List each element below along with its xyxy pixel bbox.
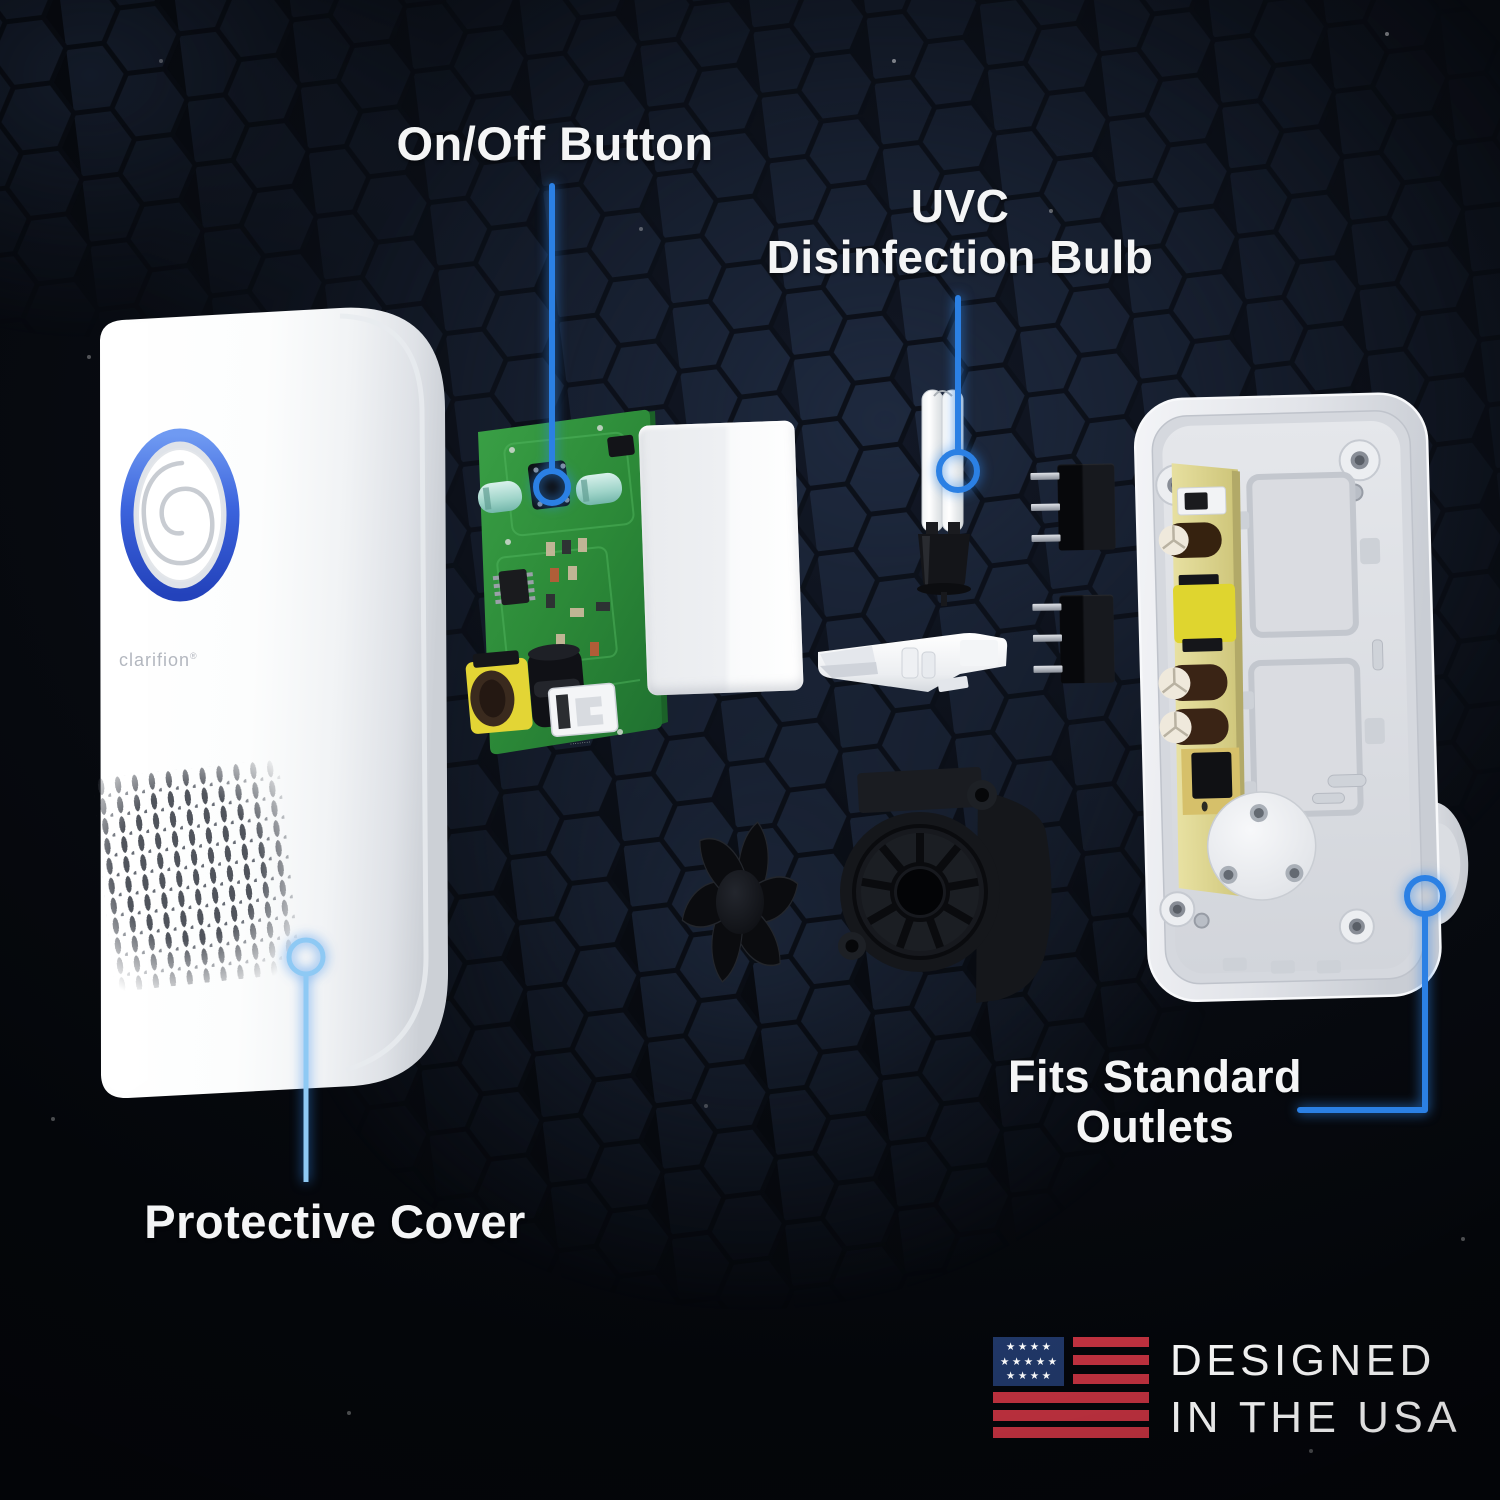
label-uvc-line2: Disinfection Bulb <box>766 231 1154 283</box>
bulb-base-flange <box>917 583 971 595</box>
fan-impeller <box>681 821 799 983</box>
metal-pin <box>1030 503 1061 511</box>
flag-stripe <box>993 1392 1149 1403</box>
rib-tabs <box>1237 511 1385 800</box>
blower-scroll-housing <box>976 790 1052 1003</box>
uvc-disinfection-bulb <box>917 389 971 606</box>
metal-pin <box>1032 603 1062 611</box>
flag-canton: ★★★★ ★★★★★ ★★★★ <box>993 1337 1064 1386</box>
flag-stripe <box>993 1410 1149 1421</box>
bracket-foot <box>937 676 969 692</box>
designed-in-usa-text: DESIGNED IN THE USA <box>1170 1332 1461 1446</box>
cover-seam-highlight <box>339 313 429 1073</box>
bulb-tip <box>933 390 953 397</box>
metal-pin <box>1032 634 1063 642</box>
star-dots-decoration <box>0 0 2 2</box>
plug-pin-module-top <box>1030 463 1116 551</box>
blower-screw-ear-top <box>967 780 997 810</box>
flag-stripe <box>1073 1337 1149 1347</box>
electrolytic-capacitor <box>1159 708 1229 746</box>
white-wire-connector <box>547 682 619 738</box>
on-off-tactile-button <box>527 460 571 510</box>
blower-fan <box>838 766 1052 1003</box>
power-ring-button <box>120 428 240 602</box>
screw-post <box>1338 439 1381 502</box>
vent-holes-grid <box>92 758 304 993</box>
badge-line2: IN THE USA <box>1170 1393 1462 1442</box>
label-uvc-line1: UVC <box>910 180 1010 232</box>
metal-pin <box>1030 472 1060 480</box>
electrolytic-capacitor <box>1158 522 1222 559</box>
blower-hub-hole <box>897 869 943 915</box>
label-fits-line1: Fits Standard <box>1007 1051 1303 1102</box>
bracket-wedge-shadow <box>820 662 878 678</box>
psu-transformer <box>1172 574 1237 652</box>
gold-plate-module <box>1181 747 1241 816</box>
smd-component <box>607 434 635 458</box>
blower-spokes <box>861 833 979 949</box>
blower-inlet-block <box>857 766 983 814</box>
flag-stars-row: ★★★★ <box>1005 1341 1054 1354</box>
inner-housing-box <box>638 420 804 696</box>
ic-chip <box>492 569 536 606</box>
usa-flag-icon: ★★★★ ★★★★★ ★★★★ <box>993 1337 1149 1438</box>
led-glass-left <box>477 481 523 513</box>
bracket-post-2 <box>921 651 936 679</box>
brand-logo: clarifion® <box>119 650 198 670</box>
led-glass-right <box>575 472 623 506</box>
bracket-post <box>901 647 919 679</box>
metal-pin <box>1033 665 1063 673</box>
metal-pin <box>1031 534 1061 542</box>
guide-pegs <box>1311 639 1384 805</box>
flag-stars-row: ★★★★★ <box>999 1355 1060 1368</box>
electrolytic-capacitor <box>1158 664 1228 702</box>
back-case <box>1133 392 1469 1002</box>
designed-in-usa-badge: ★★★★ ★★★★★ ★★★★ DESIGNED IN THE USA <box>993 1334 1457 1444</box>
bulb-tube-right <box>941 389 964 533</box>
label-fits-line2: Outlets <box>1075 1101 1235 1152</box>
bulb-tube-left <box>921 389 944 533</box>
spiral-icon <box>141 460 215 566</box>
mounting-bracket <box>818 633 1008 692</box>
rib-frame-upper <box>1246 471 1359 638</box>
flag-stars-row: ★★★★ <box>1005 1370 1054 1383</box>
label-protective-cover: Protective Cover <box>144 1195 526 1248</box>
bracket-end-block <box>960 640 998 666</box>
transformer-yellow <box>465 650 533 734</box>
impeller-hub <box>716 870 764 934</box>
bulb-pin <box>941 592 947 606</box>
internal-psu-board <box>1158 463 1246 897</box>
plug-pin-module-bottom <box>1032 594 1115 684</box>
pcb-serial-text: ········· <box>569 739 591 748</box>
label-fits-standard-outlets: Fits Standard Outlets <box>930 1052 1380 1152</box>
screw-post <box>1338 908 1375 945</box>
mount-disc <box>1206 791 1317 901</box>
flag-stripe <box>1073 1355 1149 1365</box>
blower-screw-ear-bottom <box>838 932 866 960</box>
screw-post <box>1159 891 1210 929</box>
badge-line1: DESIGNED <box>1170 1336 1436 1385</box>
flag-stripe <box>993 1427 1149 1438</box>
smd-resistors <box>546 538 610 656</box>
flag-stripe <box>1073 1374 1149 1384</box>
label-uvc-disinfection-bulb: UVC Disinfection Bulb <box>700 181 1220 283</box>
bulb-base <box>918 534 970 588</box>
label-on-off-button: On/Off Button <box>396 117 714 170</box>
